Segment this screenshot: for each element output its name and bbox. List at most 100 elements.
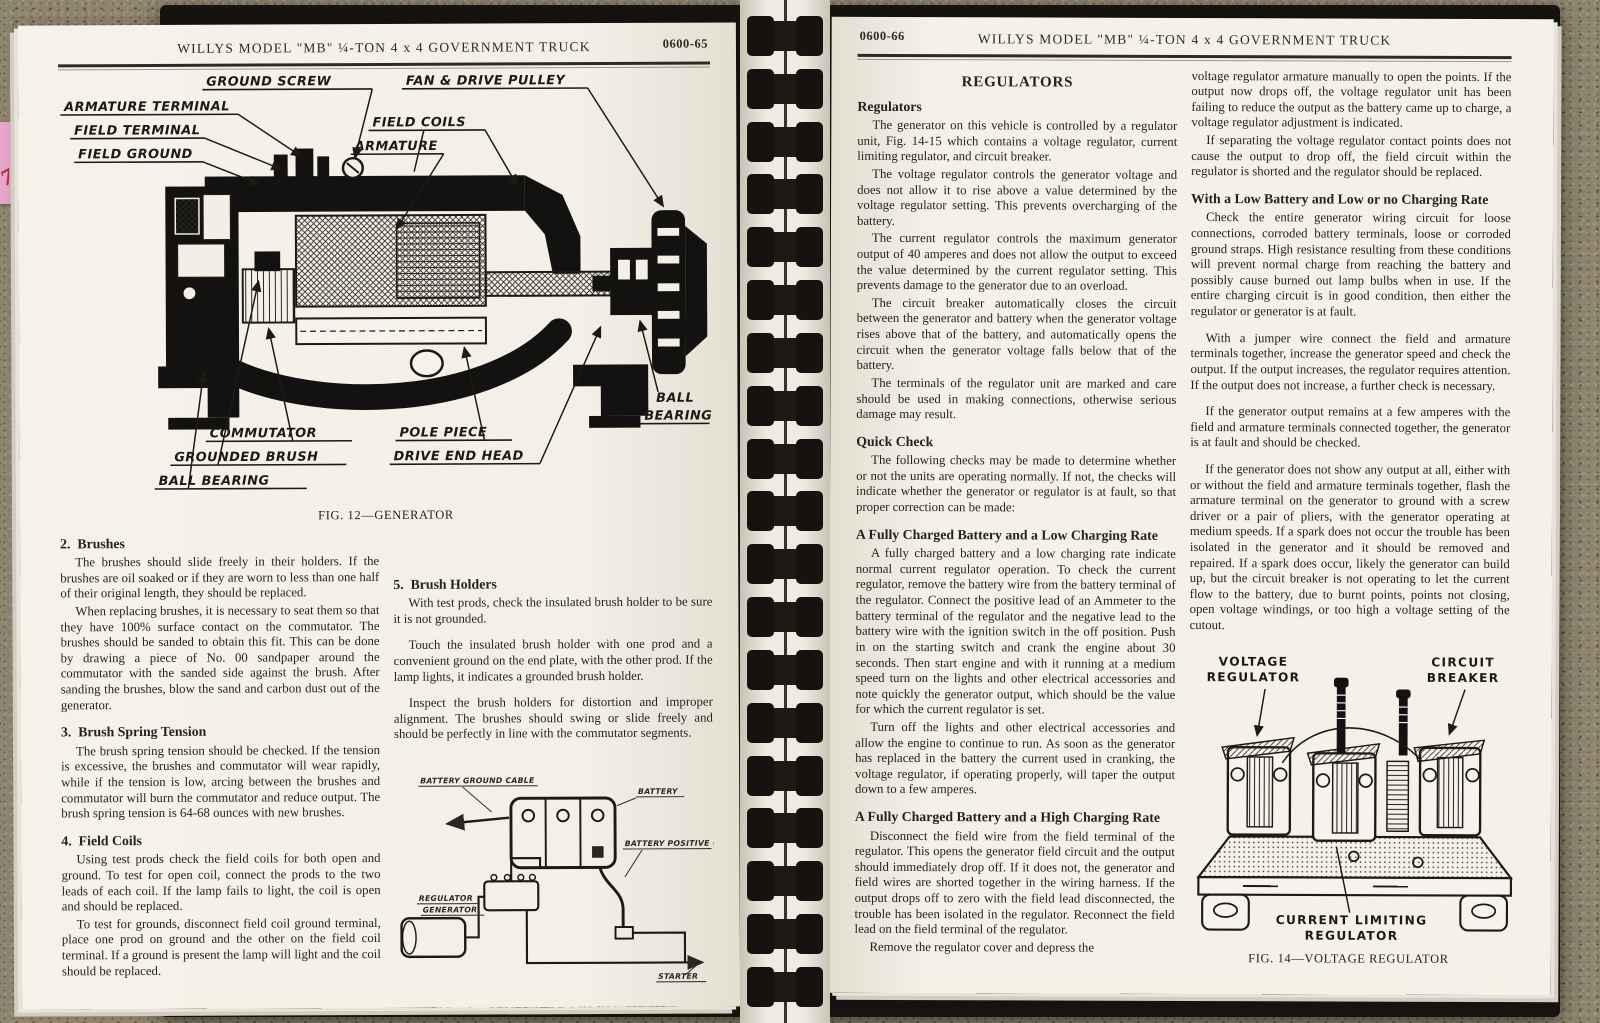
fig14-caption: FIG. 14—VOLTAGE REGULATOR xyxy=(1248,950,1449,966)
right-page-column-2: voltage regulator armature manually to o… xyxy=(1188,68,1514,986)
fig14-label-circuit-breaker-1: CIRCUIT xyxy=(1431,655,1495,669)
right-page-header: WILLYS MODEL "MB" ¼-TON 4 x 4 GOVERNMENT… xyxy=(858,27,1512,53)
binding-tooth xyxy=(747,491,823,532)
section-heading-low-battery: With a Low Battery and Low or no Chargin… xyxy=(1191,190,1489,207)
paragraph: Turn off the lights and other electrical… xyxy=(854,719,1176,797)
fig12-label-fan-drive-pulley: FAN & DRIVE PULLEY xyxy=(406,73,567,89)
paragraph: With test prods, check the insulated bru… xyxy=(393,594,713,626)
paragraph: The terminals of the regulator unit are … xyxy=(856,375,1177,422)
regulators-main-heading: REGULATORS xyxy=(961,73,1074,91)
left-page: WILLYS MODEL "MB" ¼-TON 4 x 4 GOVERNMENT… xyxy=(17,22,741,1010)
left-page-header: WILLYS MODEL "MB" ¼-TON 4 x 4 GOVERNMENT… xyxy=(58,35,710,62)
figure-12-generator: GROUND SCREW ARMATURE TERMINAL FIELD TER… xyxy=(58,67,712,524)
section-heading-high-charging-rate: A Fully Charged Battery and a High Charg… xyxy=(854,808,1161,825)
fig12-caption: FIG. 12—GENERATOR xyxy=(318,507,454,522)
page-code: 0600-66 xyxy=(859,28,905,43)
binding-tooth xyxy=(747,755,823,796)
fig12-label-ground-screw: GROUND SCREW xyxy=(206,74,331,90)
fig12-label-armature-terminal: ARMATURE TERMINAL xyxy=(63,99,230,115)
fig12-label-field-coils: FIELD COILS xyxy=(372,115,466,130)
left-page-column-2: 5. Brush Holders With test prods, check … xyxy=(393,529,714,1009)
section-heading-field-coils: 4. Field Coils xyxy=(61,832,142,849)
wiring-circuit-illustration: BATTERY GROUND CABLE BATTERY BATTERY POS… xyxy=(399,776,714,983)
fig13-label-battery: BATTERY xyxy=(638,787,679,796)
binding-tooth xyxy=(747,702,823,743)
section-heading-brushes: 2. Brushes xyxy=(60,535,125,551)
fig12-label-field-terminal: FIELD TERMINAL xyxy=(74,123,200,139)
paragraph: The current regulator controls the maxim… xyxy=(856,231,1177,294)
binding-tooth xyxy=(747,227,823,268)
fig14-label-current-limiting-1: CURRENT LIMITING xyxy=(1276,913,1428,928)
fig12-label-grounded-brush: GROUNDED BRUSH xyxy=(174,449,318,465)
fig13-label-starter: STARTER xyxy=(658,972,698,981)
section-heading-low-charging-rate: A Fully Charged Battery and a Low Chargi… xyxy=(855,526,1158,543)
fig12-label-ball-bearing-left: BALL BEARING xyxy=(159,473,270,488)
binding-tooth xyxy=(747,121,823,162)
paragraph: If the generator output remains at a few… xyxy=(1190,404,1511,450)
paragraph: Check the entire generator wiring circui… xyxy=(1190,210,1512,319)
section-heading-brush-holders: 5. Brush Holders xyxy=(393,576,497,592)
binding-tooth xyxy=(747,385,823,426)
fig13-label-battery-ground-cable: BATTERY GROUND CABLE xyxy=(420,776,535,786)
figure-14-voltage-regulator: VOLTAGE REGULATOR CIRCUIT BREAKER CURREN… xyxy=(1188,646,1514,967)
paragraph: The circuit breaker automatically closes… xyxy=(856,295,1177,373)
paragraph: voltage regulator armature manually to o… xyxy=(1191,68,1512,131)
paragraph: The brushes should slide freely in their… xyxy=(60,554,380,601)
fig13-label-generator: GENERATOR xyxy=(422,905,477,914)
header-rule-thin xyxy=(857,58,1512,62)
section-heading-quick-check: Quick Check xyxy=(856,433,934,449)
binding-tooth xyxy=(747,332,823,373)
left-page-column-1: 2. Brushes The brushes should slide free… xyxy=(60,531,381,1010)
fig14-label-current-limiting-2: REGULATOR xyxy=(1305,928,1399,942)
paragraph: If the generator does not show any outpu… xyxy=(1189,461,1511,633)
fig12-label-ball-bearing-right-1: BALL xyxy=(656,390,694,405)
paragraph: To test for grounds, disconnect field co… xyxy=(61,915,381,979)
paragraph: Inspect the brush holders for distortion… xyxy=(393,694,713,742)
binding-tooth xyxy=(747,914,823,955)
paragraph: With a jumper wire connect the field and… xyxy=(1190,330,1511,393)
binding-tooth xyxy=(747,280,823,321)
paragraph: Disconnect the field wire from the field… xyxy=(854,828,1175,937)
fig14-label-voltage-regulator-2: REGULATOR xyxy=(1207,670,1301,684)
paragraph: A fully charged battery and a low chargi… xyxy=(855,546,1176,717)
fig12-label-ball-bearing-right-2: BEARING xyxy=(644,408,712,423)
binding-tooth xyxy=(747,544,823,585)
binding-tooth xyxy=(747,16,823,56)
binding-tooth xyxy=(747,68,823,109)
fig13-label-battery-positive-cable: BATTERY POSITIVE CABLE xyxy=(624,839,713,849)
binding-tooth xyxy=(747,966,823,1007)
page-code: 0600-65 xyxy=(662,36,708,51)
paragraph: The brush spring tension should be check… xyxy=(61,742,381,821)
paragraph: When replacing brushes, it is necessary … xyxy=(60,602,380,713)
paragraph: Remove the regulator cover and depress t… xyxy=(869,939,1095,955)
paragraph: If separating the voltage regulator cont… xyxy=(1191,133,1512,180)
binding-tooth xyxy=(747,649,823,690)
paragraph: The following checks may be made to dete… xyxy=(855,453,1177,515)
generator-cutaway-illustration: GROUND SCREW ARMATURE TERMINAL FIELD TER… xyxy=(60,73,712,490)
paragraph: Using test prods check the field coils f… xyxy=(61,851,381,914)
comb-binding xyxy=(740,0,830,1023)
fig12-label-drive-end-head: DRIVE END HEAD xyxy=(394,448,524,464)
voltage-regulator-illustration: VOLTAGE REGULATOR CIRCUIT BREAKER CURREN… xyxy=(1196,654,1514,943)
fig12-label-armature: ARMATURE xyxy=(354,139,438,154)
binding-tooth xyxy=(747,597,823,638)
fig12-label-field-ground: FIELD GROUND xyxy=(78,147,193,163)
binding-tooth xyxy=(747,808,823,849)
paragraph: Touch the insulated brush holder with on… xyxy=(393,636,713,684)
fig14-label-circuit-breaker-2: BREAKER xyxy=(1427,670,1500,684)
fig12-label-pole-piece: POLE PIECE xyxy=(399,425,487,440)
section-heading-brush-spring-tension: 3. Brush Spring Tension xyxy=(60,723,207,740)
paragraph: The voltage regulator controls the gener… xyxy=(856,166,1178,228)
binding-tooth xyxy=(747,174,823,215)
fig13-label-regulator: REGULATOR xyxy=(418,894,472,903)
fig14-label-voltage-regulator-1: VOLTAGE xyxy=(1219,654,1289,668)
sticky-tab: 7 xyxy=(0,122,22,204)
paragraph: The generator on this vehicle is control… xyxy=(857,118,1178,164)
binding-tooth xyxy=(747,861,823,902)
page-header-title: WILLYS MODEL "MB" ¼-TON 4 x 4 GOVERNMENT… xyxy=(177,39,591,56)
page-header-title: WILLYS MODEL "MB" ¼-TON 4 x 4 GOVERNMENT… xyxy=(977,31,1392,48)
right-page-column-1: REGULATORS Regulators The generator on t… xyxy=(854,67,1177,984)
figure-13-generator-wiring-circuit: BATTERY GROUND CABLE BATTERY BATTERY POS… xyxy=(394,764,714,1010)
right-page: WILLYS MODEL "MB" ¼-TON 4 x 4 GOVERNMENT… xyxy=(828,16,1554,996)
binding-tooth xyxy=(747,438,823,479)
